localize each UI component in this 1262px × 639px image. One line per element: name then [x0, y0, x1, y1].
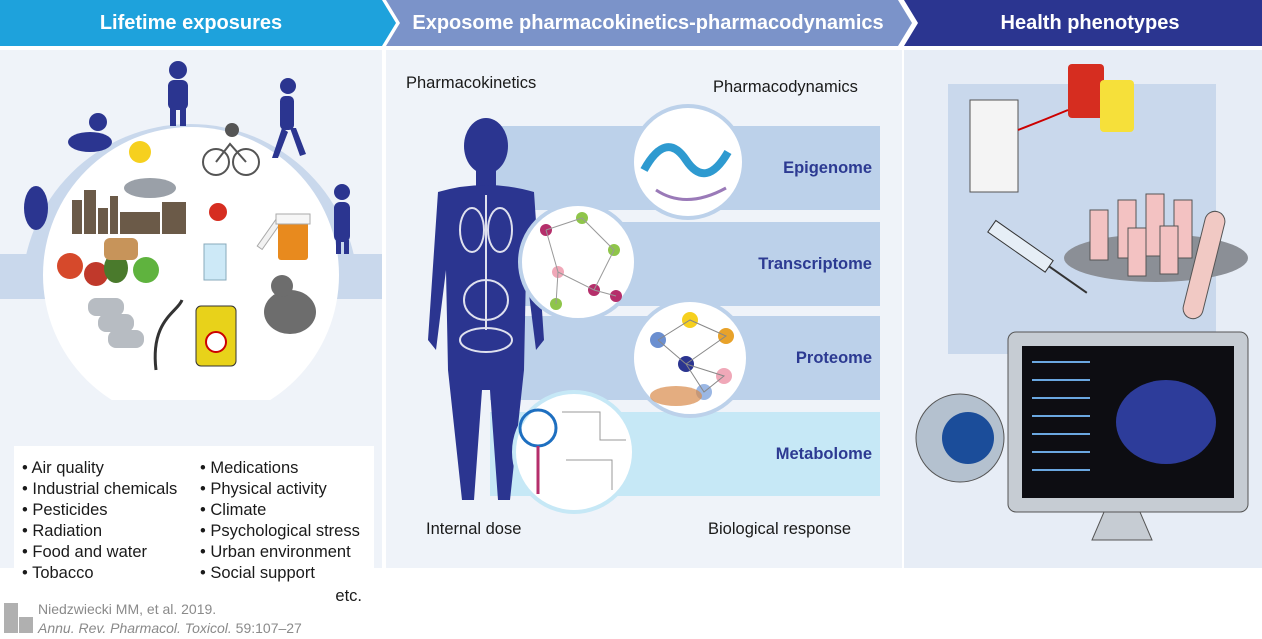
exposure-list: • Air quality • Industrial chemicals • P…	[14, 446, 374, 616]
blood-bag	[1068, 64, 1104, 118]
citation-journal-line: Annu. Rev. Pharmacol. Toxicol. 59:107–27	[38, 619, 302, 638]
exposure-item: • Social support	[200, 564, 315, 582]
skeleton-organs	[459, 195, 513, 353]
biological-response-label: Biological response	[708, 520, 852, 538]
cyclist	[202, 142, 260, 176]
citation: Niedzwiecki MM, et al. 2019. Annu. Rev. …	[38, 600, 302, 638]
life-stage-figures	[24, 61, 350, 254]
syringe	[987, 219, 1088, 294]
proteome-circle	[630, 298, 750, 418]
pharmacokinetics-label: Pharmacokinetics	[406, 74, 537, 92]
plasma-bag	[1100, 80, 1134, 132]
banner-pkpd-shape	[386, 0, 912, 46]
sun	[129, 141, 151, 163]
exposure-item: • Radiation	[22, 522, 103, 540]
banner-lifetime-shape	[0, 0, 396, 46]
human-silhouette	[428, 118, 544, 500]
pill-bottle	[278, 220, 308, 260]
exposure-item: • Air quality	[22, 459, 104, 477]
exposure-item: • Climate	[200, 501, 267, 519]
banner-pkpd: Exposome pharmacokinetics-pharmacodynami…	[386, 0, 912, 46]
banner-lifetime-exposures: Lifetime exposures	[0, 0, 396, 46]
annual-reviews-logo	[4, 603, 33, 633]
citation-authors: Niedzwiecki MM, et al. 2019.	[38, 601, 217, 617]
radiation-symbol	[209, 203, 227, 221]
exposure-illustration	[0, 61, 382, 400]
exposure-item: • Food and water	[22, 543, 148, 561]
food	[57, 253, 83, 279]
banner-health-shape	[904, 0, 1262, 46]
exposure-item: • Medications	[200, 459, 299, 477]
epigenome-circle	[630, 104, 746, 220]
omics-label-proteome: Proteome	[795, 349, 872, 367]
omics-label-transcriptome: Transcriptome	[758, 255, 872, 273]
brain-scan	[1116, 380, 1216, 464]
pharmacodynamics-label: Pharmacodynamics	[713, 78, 858, 96]
health-illustration	[915, 64, 1249, 541]
city-skyline	[72, 190, 186, 234]
health-phenotypes-title: Health phenotypes	[1000, 12, 1180, 34]
etc-label: etc.	[335, 587, 362, 605]
pipes	[88, 298, 144, 348]
lifetime-exposures-panel: • Air quality • Industrial chemicals • P…	[0, 50, 382, 616]
lifetime-exposures-title: Lifetime exposures	[99, 12, 283, 34]
omics-label-epigenome: Epigenome	[783, 159, 872, 177]
exposure-list-left: • Air quality • Industrial chemicals • P…	[22, 458, 177, 584]
banner-health-phenotypes: Health phenotypes	[904, 0, 1262, 46]
internal-dose-label: Internal dose	[426, 520, 522, 538]
citation-journal: Annu. Rev. Pharmacol. Toxicol.	[38, 620, 232, 636]
metabolome-circle	[512, 390, 636, 514]
health-phenotypes-panel	[904, 50, 1262, 568]
blood-tube	[1182, 210, 1226, 320]
exposure-item: • Physical activity	[200, 480, 327, 498]
omics-label-metabolome: Metabolome	[775, 445, 872, 463]
exposure-item: • Urban environment	[200, 543, 351, 561]
body-and-omics-illustration	[428, 104, 750, 514]
pkpd-title: Exposome pharmacokinetics-pharmacodynami…	[412, 12, 884, 34]
water-glass	[203, 243, 227, 281]
infusion-pump	[969, 99, 1019, 193]
distressed-person	[264, 290, 316, 334]
exposure-item: • Industrial chemicals	[22, 480, 178, 498]
citation-pages: 59:107–27	[235, 620, 302, 636]
transcriptome-circle	[518, 202, 638, 322]
exposure-item: • Tobacco	[22, 564, 94, 582]
exposure-item: • Psychological stress	[200, 522, 360, 540]
exposure-item: • Pesticides	[22, 501, 108, 519]
exposure-list-right: • Medications • Physical activity • Clim…	[200, 458, 360, 584]
